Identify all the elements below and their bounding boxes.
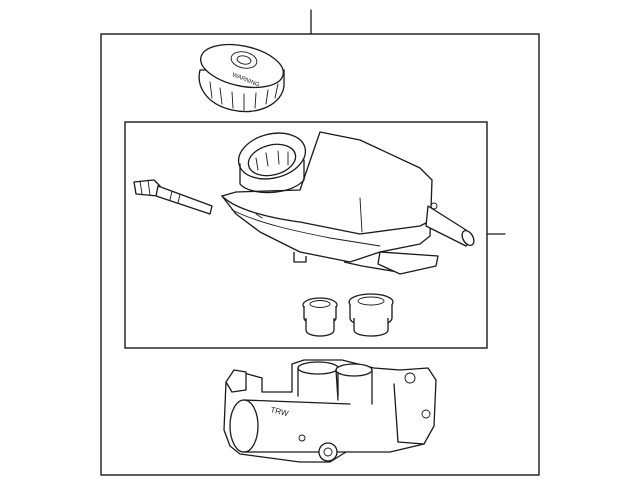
fluid-reservoir <box>221 131 475 275</box>
level-sensor-rod <box>133 179 213 215</box>
grommet-seal-left <box>302 297 338 337</box>
reservoir-subassembly-frame <box>124 121 506 349</box>
cylinder-brand-text: TRW <box>270 405 290 418</box>
reservoir-cap: WARNING <box>198 43 285 113</box>
grommet-seal-right <box>348 293 394 337</box>
master-cylinder-body: TRW <box>223 359 437 463</box>
outer-assembly-frame <box>100 9 540 476</box>
